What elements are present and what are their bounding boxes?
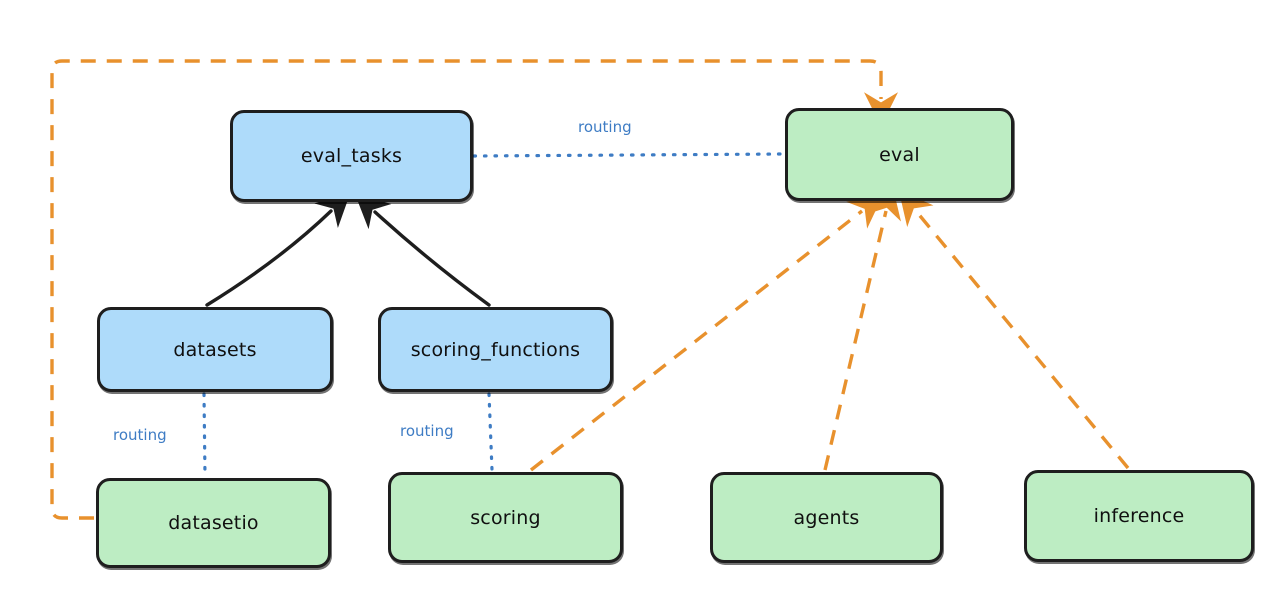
node-agents-label: agents — [793, 506, 860, 529]
edge-label-eval-tasks-routing: routing — [578, 118, 632, 136]
edge-label-scoring-functions-routing: routing — [400, 422, 454, 440]
edge-label-datasets-routing: routing — [113, 426, 167, 444]
node-scoring-label: scoring — [470, 506, 541, 529]
edge-scoring-to-eval — [529, 194, 884, 472]
node-inference-label: inference — [1093, 505, 1185, 527]
node-eval[interactable]: eval — [785, 108, 1014, 201]
edge-datasets-to-eval-tasks — [205, 192, 351, 307]
node-datasetio[interactable]: datasetio — [96, 478, 331, 568]
node-datasetio-label: datasetio — [168, 512, 259, 534]
node-eval-tasks-label: eval_tasks — [300, 145, 403, 167]
edge-scoring-functions-to-scoring — [487, 392, 494, 472]
node-scoring-functions[interactable]: scoring_functions — [378, 307, 613, 392]
node-scoring-functions-label: scoring_functions — [410, 338, 581, 361]
node-agents[interactable]: agents — [710, 472, 943, 563]
edge-eval-tasks-to-eval — [472, 152, 785, 158]
edge-scoring-functions-to-eval-tasks — [354, 193, 491, 307]
node-datasets[interactable]: datasets — [97, 307, 333, 392]
node-datasets-label: datasets — [173, 338, 257, 361]
node-eval-tasks[interactable]: eval_tasks — [230, 110, 473, 202]
edge-datasets-to-datasetio — [202, 392, 207, 478]
edge-agents-to-eval — [823, 184, 901, 471]
node-scoring[interactable]: scoring — [388, 472, 623, 563]
edge-datasetio-to-eval — [50, 59, 898, 520]
node-eval-label: eval — [879, 143, 920, 166]
edge-inference-to-eval — [898, 190, 1130, 470]
node-inference[interactable]: inference — [1024, 470, 1254, 562]
